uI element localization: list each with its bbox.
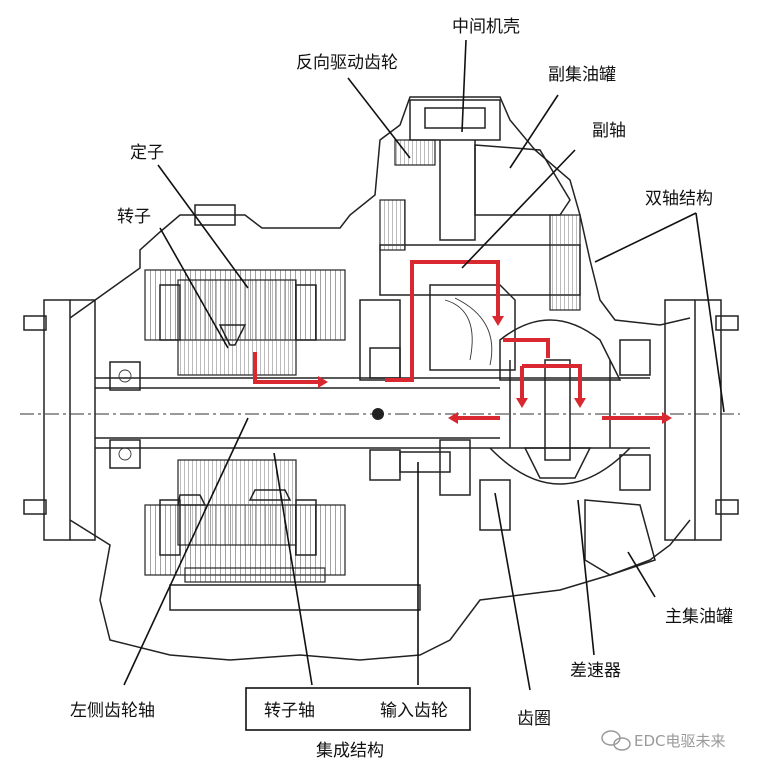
label-aux-oil-tank: 副集油罐 (548, 65, 616, 85)
housing-outline (23, 96, 739, 661)
countershaft-assembly (359, 139, 581, 531)
label-differential: 差速器 (570, 661, 621, 681)
watermark: EDC电驱未来 (601, 730, 726, 751)
label-group: 中间机壳 反向驱动齿轮 副集油罐 副轴 定子 转子 双轴结构 主集油罐 差速器 … (70, 17, 733, 761)
label-main-oil-tank: 主集油罐 (665, 607, 733, 627)
integrated-structure-box (245, 687, 471, 731)
main-shaft (20, 347, 740, 481)
label-stator: 定子 (130, 143, 164, 163)
rotor-upper (177, 279, 297, 376)
wechat-icon (601, 730, 631, 751)
leader-lines (123, 39, 725, 731)
flow-arrow-rotor (253, 352, 318, 384)
label-ring-gear: 齿圈 (517, 709, 551, 729)
label-left-gear-shaft: 左侧齿轮轴 (70, 701, 155, 721)
power-flow-arrows (253, 260, 672, 424)
label-countershaft: 副轴 (592, 121, 626, 141)
watermark-text: EDC电驱未来 (634, 732, 726, 750)
label-integrated-structure: 集成结构 (316, 741, 384, 761)
label-reverse-drive-gear: 反向驱动齿轮 (296, 53, 398, 73)
rotor-lower (177, 459, 297, 546)
motor-assembly (144, 269, 421, 611)
label-input-gear: 输入齿轮 (380, 701, 448, 721)
label-rotor-shaft: 转子轴 (264, 701, 315, 721)
label-rotor: 转子 (117, 207, 151, 227)
label-middle-housing: 中间机壳 (452, 17, 520, 37)
differential-assembly (489, 319, 656, 576)
label-dual-shaft: 双轴结构 (645, 189, 713, 209)
